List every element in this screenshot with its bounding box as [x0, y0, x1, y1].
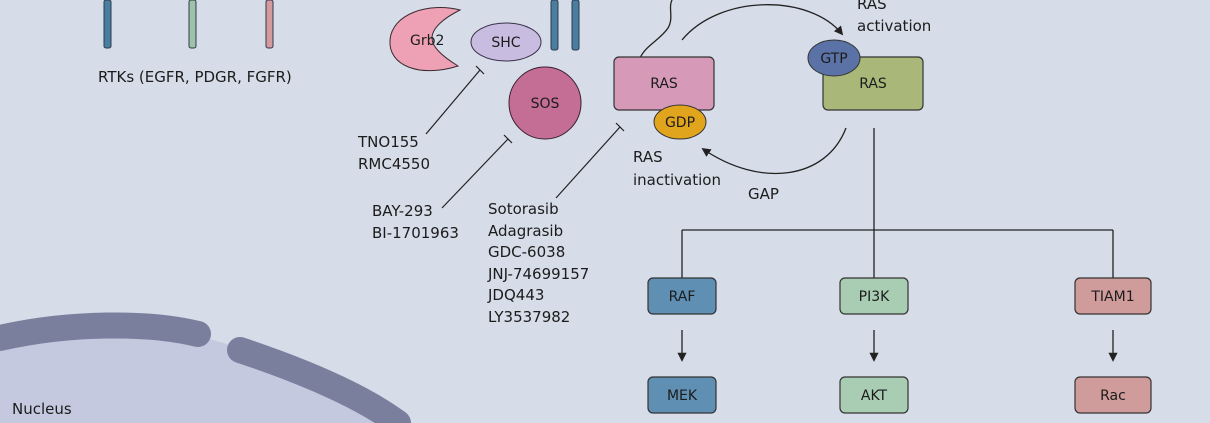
inhibitor-lines — [425, 65, 625, 209]
receptor-stalk-b — [571, 0, 580, 51]
downstream-connectors — [677, 128, 1118, 362]
sos-protein: SOS — [508, 66, 582, 140]
receptor-stalks — [103, 0, 580, 51]
inhibit-bar-shp2 — [475, 65, 485, 75]
gtp-badge — [807, 39, 861, 77]
ras-active-label: RAS — [859, 76, 887, 92]
sos-inhibitor-2: BI-1701963 — [372, 224, 459, 242]
activation-label-2: activation — [857, 17, 931, 35]
effector-akt: AKT — [839, 376, 909, 414]
effector-rac: Rac — [1074, 376, 1152, 414]
ras-tether — [639, 0, 673, 59]
ras-inactive: RAS GDP — [613, 56, 715, 140]
tiam1-label: TIAM1 — [1090, 289, 1134, 305]
gap-label: GAP — [748, 185, 779, 203]
shp2-inhibitor-1: TNO155 — [357, 133, 419, 151]
ras-inactive-label: RAS — [650, 76, 678, 92]
grb2-protein: Grb2 — [389, 7, 462, 72]
receptor-stalk-pdgr — [188, 0, 197, 49]
raf-label: RAF — [669, 289, 696, 305]
rtk-label: RTKs (EGFR, PDGR, FGFR) — [98, 68, 292, 86]
grb2-label: Grb2 — [410, 33, 444, 49]
ras-inhibitor-3: GDC-6038 — [488, 243, 565, 261]
inactivation-arrow — [701, 127, 847, 175]
inhibit-line-sos — [441, 138, 509, 209]
shc-label: SHC — [491, 35, 520, 51]
inhibit-bar-ras — [615, 122, 625, 132]
inactivation-label-1: RAS — [633, 148, 663, 166]
receptor-stalk-a — [550, 0, 559, 51]
nucleus-membrane-left — [0, 312, 211, 351]
nucleus-fill — [0, 325, 398, 423]
ras-active: RAS GTP — [807, 39, 924, 111]
ras-inhibitor-5: JDQ443 — [487, 286, 544, 304]
mek-label: MEK — [667, 388, 698, 404]
rac-label: Rac — [1100, 388, 1126, 404]
akt-label: AKT — [861, 388, 888, 404]
effector-tiam1: TIAM1 — [1074, 277, 1152, 315]
nucleus-label: Nucleus — [12, 400, 72, 418]
effector-pi3k: PI3K — [839, 277, 909, 315]
receptor-stalk-egfr — [103, 0, 112, 49]
gdp-badge — [653, 104, 707, 140]
shp2-inhibitor-2: RMC4550 — [358, 155, 430, 173]
gdp-label: GDP — [665, 115, 695, 131]
pi3k-label: PI3K — [859, 289, 890, 305]
receptor-stalk-fgfr — [265, 0, 274, 49]
ras-inhibitor-2: Adagrasib — [488, 222, 563, 240]
nucleus: Nucleus — [0, 312, 411, 423]
sos-label: SOS — [531, 96, 560, 112]
shc-protein: SHC — [470, 22, 542, 62]
inhibit-line-shp2 — [425, 69, 481, 135]
inactivation-label-2: inactivation — [633, 171, 721, 189]
effector-raf: RAF — [647, 277, 717, 315]
activation-arrow — [681, 4, 844, 41]
inhibit-line-ras — [555, 126, 621, 199]
sos-inhibitor-1: BAY-293 — [372, 202, 433, 220]
gtp-label: GTP — [820, 51, 847, 67]
ras-inhibitor-4: JNJ-74699157 — [487, 265, 589, 283]
effector-mek: MEK — [647, 376, 717, 414]
inhibit-bar-sos — [503, 134, 513, 144]
activation-label-1: RAS — [857, 0, 887, 13]
nucleus-membrane-right — [227, 337, 411, 423]
ras-inhibitor-1: Sotorasib — [488, 200, 559, 218]
ras-inhibitor-6: LY3537982 — [488, 308, 570, 326]
